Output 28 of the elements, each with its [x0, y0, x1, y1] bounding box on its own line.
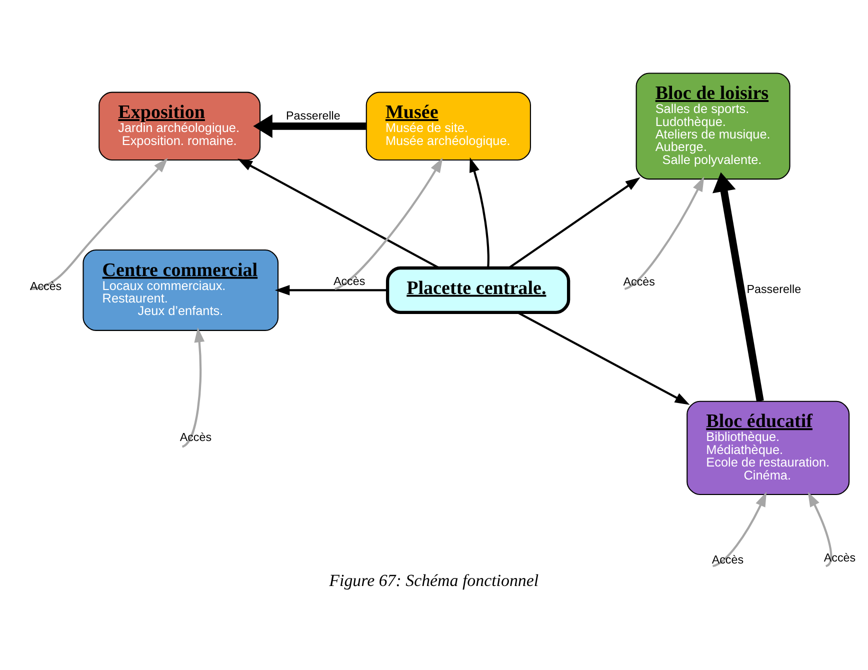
- arrow: [624, 176, 704, 290]
- arrow: [274, 285, 388, 296]
- edge-label: Accès: [179, 431, 212, 444]
- arrow: [807, 492, 832, 568]
- arrow: [252, 114, 366, 138]
- edge-label: Accès: [29, 280, 62, 294]
- node-box: Bloc de loisirs Salles de sports. Ludothèque. Ateliers de musique. Auberge. Salle polyvalente.: [635, 72, 790, 180]
- caption: Figure 67: Schéma fonctionnel: [328, 570, 538, 590]
- node-box: Centre commercial Locaux commerciaux. Restaurent. Jeux d’enfants.: [82, 249, 278, 331]
- edge-label: Accès: [823, 551, 856, 564]
- node-box: Placette centrale.: [385, 266, 570, 314]
- arrow: [712, 172, 764, 402]
- arrow: [469, 157, 489, 268]
- edge-label: Accès: [622, 275, 654, 288]
- arrow: [334, 158, 442, 290]
- arrow: [508, 177, 640, 269]
- edge-label: Accès: [332, 275, 365, 288]
- edge-label: Accès: [711, 554, 744, 567]
- edge-label: Passerelle: [286, 110, 340, 123]
- arrow: [29, 158, 168, 290]
- arrow: [516, 312, 690, 405]
- arrow: [712, 492, 766, 568]
- node-box: Exposition Jardin archéologique. Exposition. romaine.: [98, 92, 260, 161]
- arrow: [237, 158, 439, 269]
- node-box: Musée Musée de site. Musée archéologique.: [365, 92, 530, 161]
- edge-label: Passerelle: [746, 283, 801, 296]
- arrow: [181, 327, 204, 448]
- node-box: Bloc éducatif Bibliothèque. Médiathèque. Ecole de restauration. Cinéma.: [686, 400, 850, 496]
